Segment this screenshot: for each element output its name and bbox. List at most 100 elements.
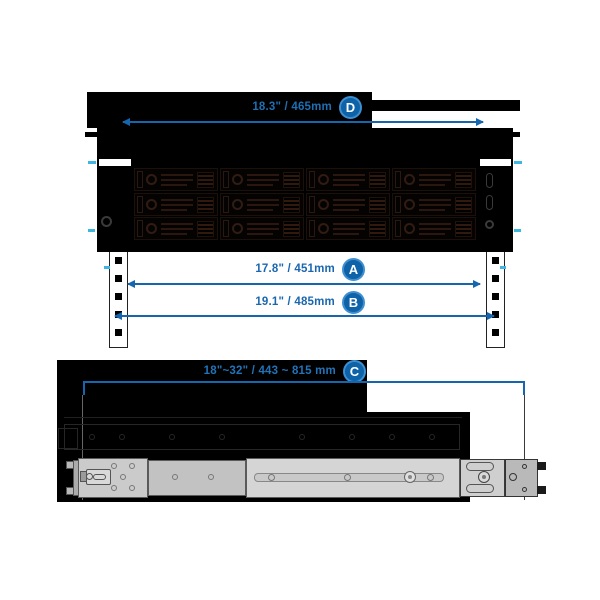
drive-tray — [134, 217, 218, 240]
latch-slot — [93, 474, 106, 480]
inner-rail-outline — [64, 424, 460, 450]
inner-rail-hole — [429, 434, 435, 440]
tray-handle — [223, 195, 229, 213]
drive-tray — [306, 192, 390, 216]
tray-vent — [161, 228, 193, 230]
tray-lock — [146, 198, 157, 210]
tray-vent — [161, 203, 193, 206]
tray-vent — [419, 233, 445, 235]
drive-tray — [220, 168, 304, 191]
rail-screw — [268, 474, 275, 481]
tray-lock — [232, 174, 243, 185]
tray-handle — [395, 220, 401, 237]
end-plate-hole — [509, 473, 517, 481]
tray-vent — [247, 228, 279, 230]
tray-handle — [223, 171, 229, 188]
tray-vent — [247, 179, 279, 181]
tray-vent — [247, 174, 279, 176]
dimension-d-arrow — [122, 118, 484, 126]
tray-lock — [318, 198, 329, 210]
drive-tray — [134, 168, 218, 191]
tray-vent — [161, 223, 193, 225]
tray-vent — [333, 198, 365, 201]
rail-mid-segment — [148, 460, 246, 496]
inner-rail-hole — [89, 434, 95, 440]
chassis — [97, 128, 513, 252]
tray-vent — [247, 208, 273, 211]
tray-vent — [419, 184, 445, 186]
tray-vent — [419, 223, 451, 225]
tray-vent — [161, 208, 187, 211]
latch-pin — [86, 473, 93, 480]
backdrop-band-right — [363, 100, 520, 111]
tray-vent-block — [283, 172, 300, 188]
dimension-b-text: 19.1" / 485mm — [255, 296, 335, 308]
tray-vent — [333, 203, 365, 206]
dimension-d-badge: D — [339, 95, 362, 119]
tray-vent — [247, 223, 279, 225]
inner-rail-hole — [119, 434, 125, 440]
mount-hook-rear-bottom — [537, 486, 546, 494]
power-button — [486, 173, 493, 188]
tray-vent-block — [197, 172, 214, 188]
tray-vent-block — [455, 221, 472, 237]
drive-tray — [306, 217, 390, 240]
tray-handle — [309, 220, 315, 237]
rack-square-hole — [492, 257, 499, 264]
bracket-hole — [129, 463, 135, 469]
tray-vent — [333, 184, 359, 186]
tray-vent-block — [369, 196, 386, 213]
bracket-hole — [129, 485, 135, 491]
reference-tick — [88, 229, 95, 232]
bracket-slot-top — [466, 462, 494, 471]
dimension-c-end-left — [83, 381, 85, 395]
inner-rail-hole — [219, 434, 225, 440]
reference-tick — [88, 161, 96, 164]
screw-center — [408, 475, 412, 479]
tray-vent — [161, 179, 193, 181]
extension-line-left — [82, 395, 83, 500]
tray-lock — [404, 223, 415, 234]
tray-vent-block — [197, 196, 214, 213]
tray-vent — [419, 203, 451, 206]
tray-vent — [419, 198, 451, 201]
tray-handle — [223, 220, 229, 237]
screw-center — [482, 475, 486, 479]
tray-handle — [137, 195, 143, 213]
drive-tray — [220, 217, 304, 240]
rack-square-hole — [115, 275, 122, 282]
dimension-b-row: 19.1" / 485mm B — [150, 290, 365, 314]
tray-vent — [161, 233, 187, 235]
dimension-c-row: 18"~32" / 443 ~ 815 mm C — [150, 359, 366, 383]
tray-lock — [232, 223, 243, 234]
bracket-hole — [120, 474, 126, 480]
dimension-d-row: 18.3" / 465mm D — [150, 95, 362, 119]
rack-square-hole — [492, 293, 499, 300]
tray-vent-block — [455, 172, 472, 188]
inner-rail-hole — [349, 434, 355, 440]
tray-vent — [161, 198, 193, 201]
rear-hook-outline — [58, 428, 78, 449]
tray-vent — [333, 179, 365, 181]
tray-vent — [333, 208, 359, 211]
bracket-hole — [111, 463, 117, 469]
rack-post-left — [109, 250, 128, 348]
tray-handle — [309, 171, 315, 188]
tray-vent — [161, 174, 193, 176]
drive-tray-grid — [134, 168, 476, 241]
tray-vent — [419, 179, 451, 181]
rack-square-hole — [492, 275, 499, 282]
reference-tick — [104, 266, 110, 269]
rack-post-right — [486, 250, 505, 348]
bracket-hole — [172, 474, 178, 480]
dimension-b-badge: B — [342, 290, 365, 314]
tray-vent-block — [283, 196, 300, 213]
ear-screw-right — [485, 220, 494, 229]
dimension-a-text: 17.8" / 451mm — [255, 263, 335, 275]
inner-rail-hole — [299, 434, 305, 440]
tray-vent — [333, 233, 359, 235]
dimension-a-row: 17.8" / 451mm A — [150, 257, 365, 281]
tray-lock — [232, 198, 243, 210]
tray-lock — [404, 174, 415, 185]
